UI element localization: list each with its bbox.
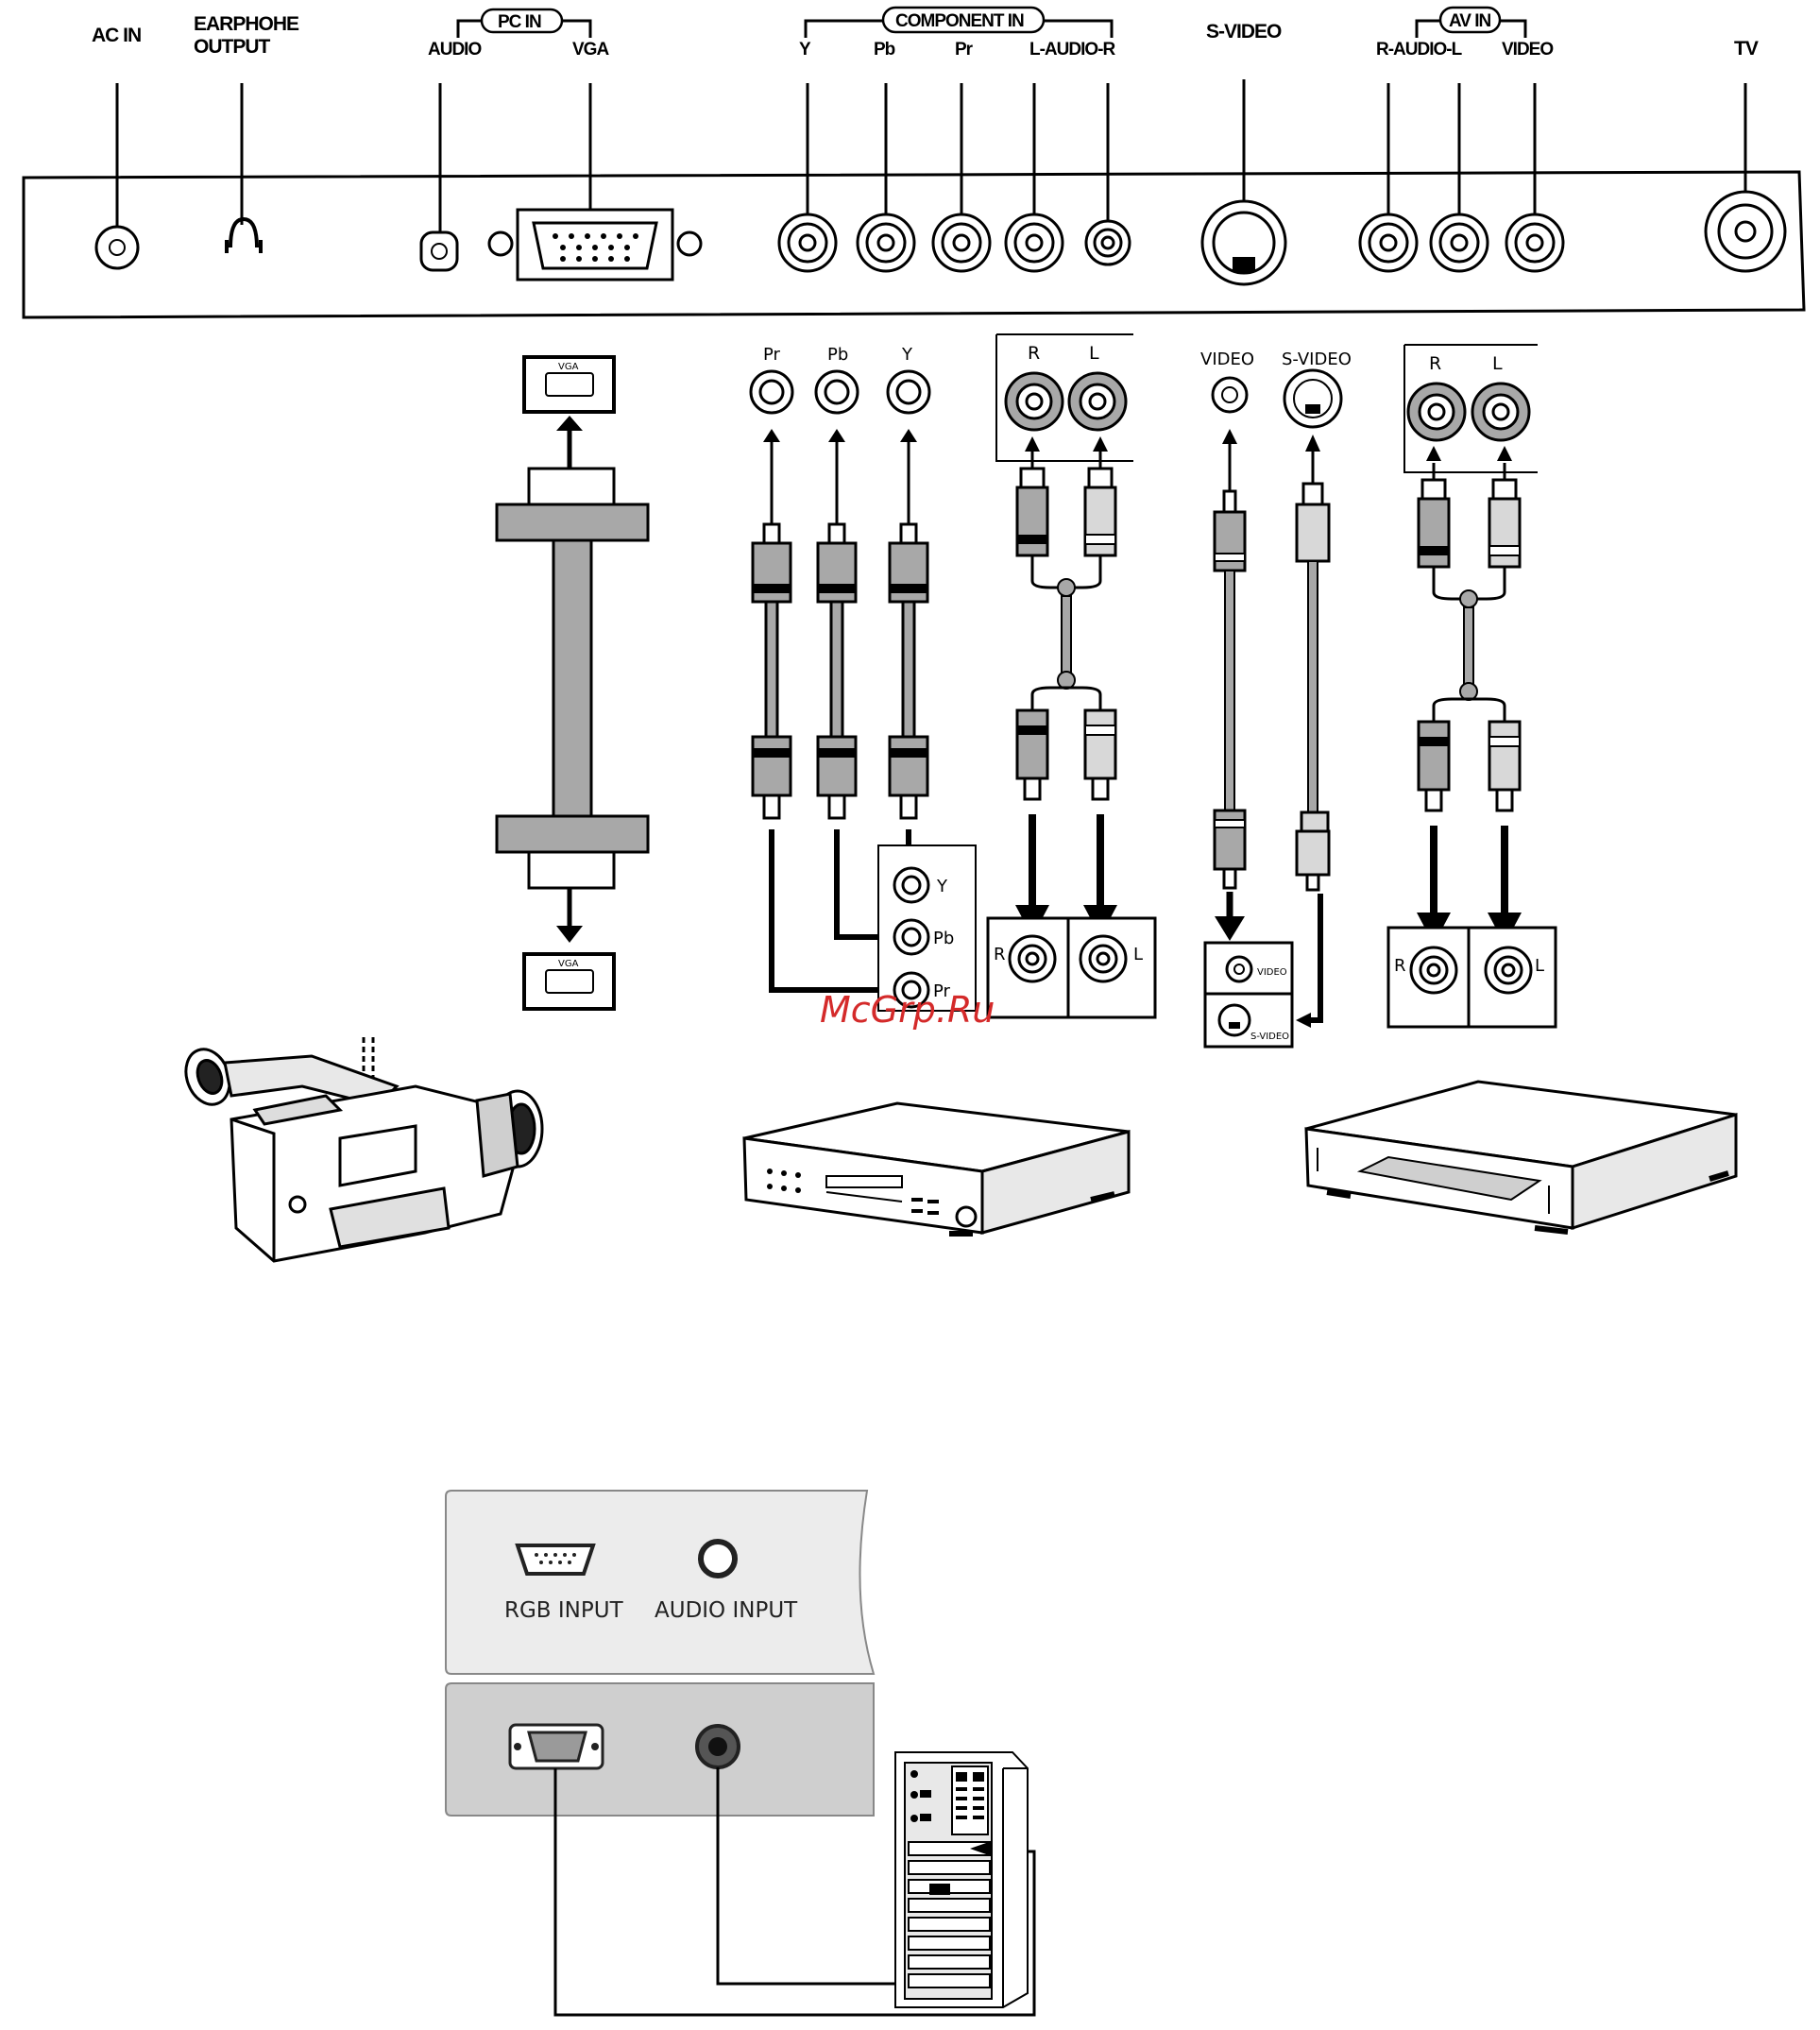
- av-video-label: VIDEO: [1502, 40, 1553, 60]
- device-svideo-label: S-VIDEO: [1250, 1032, 1289, 1042]
- cable-audio1-l-label: L: [1089, 343, 1099, 364]
- cable-video-label: VIDEO: [1200, 350, 1254, 369]
- device-comp-y-label: Y: [936, 877, 948, 896]
- video-svideo-cables: VIDEO S-VIDEO VIDEO S-VIDEO: [1200, 350, 1352, 1047]
- component-in-label: COMPONENT IN: [895, 11, 1024, 31]
- cable-audio2-r-label: R: [1429, 353, 1441, 374]
- s-video-label: S-VIDEO: [1206, 21, 1282, 43]
- device-video-label: VIDEO: [1257, 967, 1287, 978]
- comp-pb-label: Pb: [874, 40, 895, 60]
- pc-vga-label: VGA: [572, 40, 609, 60]
- cable-audio1-r-label: R: [1028, 343, 1040, 364]
- earphone-label-line1: EARPHOHE: [194, 13, 299, 35]
- cable-svideo-label: S-VIDEO: [1282, 350, 1352, 369]
- dvd-player-icon: [744, 1103, 1129, 1234]
- av-in-label: AV IN: [1449, 11, 1491, 31]
- tv-back-panel: AC IN EARPHOHE OUTPUT PC IN AUDIO VGA CO…: [24, 8, 1804, 317]
- antenna-label: TV: [1734, 38, 1759, 60]
- comp-audio-label: L-AUDIO-R: [1029, 40, 1115, 60]
- ac-in-label: AC IN: [92, 25, 141, 46]
- audio-cable-av: R L: [1388, 345, 1556, 1027]
- comp-pr-label: Pr: [955, 40, 974, 60]
- av-audio-label: R-AUDIO-L: [1376, 40, 1463, 60]
- cable-comp-pr-label: Pr: [763, 345, 781, 365]
- rgb-input-label: RGB INPUT: [504, 1598, 624, 1623]
- comp-y-label: Y: [799, 40, 811, 60]
- device-comp-pb-label: Pb: [933, 929, 954, 948]
- component-cable: Pr Pb Y: [751, 345, 976, 1011]
- earphone-label-line2: OUTPUT: [194, 36, 271, 58]
- pc-audio-label: AUDIO: [428, 40, 481, 60]
- device-audio2-l-label: L: [1535, 956, 1544, 976]
- device-audio1-r-label: R: [994, 945, 1006, 964]
- cable-audio2-l-label: L: [1492, 353, 1503, 374]
- camcorder-icon: [179, 1037, 542, 1261]
- audio-cable-component: R L: [988, 334, 1155, 1017]
- cable-comp-pb-label: Pb: [827, 345, 848, 365]
- audio-port-icon: [701, 1542, 735, 1576]
- device-audio1-l-label: L: [1133, 945, 1143, 964]
- vga-bottom-label: VGA: [558, 959, 579, 969]
- audio-input-label: AUDIO INPUT: [655, 1598, 798, 1623]
- headphone-icon: [227, 219, 261, 253]
- vcr-icon: [1306, 1082, 1736, 1232]
- pc-in-label: PC IN: [498, 12, 541, 32]
- pc-tower-icon: [895, 1752, 1028, 2007]
- watermark: McGrp.Ru: [820, 989, 995, 1031]
- vga-top-label: VGA: [558, 362, 579, 372]
- device-audio2-r-label: R: [1394, 956, 1406, 976]
- vga-cable: VGA VGA: [497, 357, 648, 1009]
- cable-comp-y-label: Y: [901, 345, 913, 365]
- rgb-port-icon: [518, 1545, 593, 1574]
